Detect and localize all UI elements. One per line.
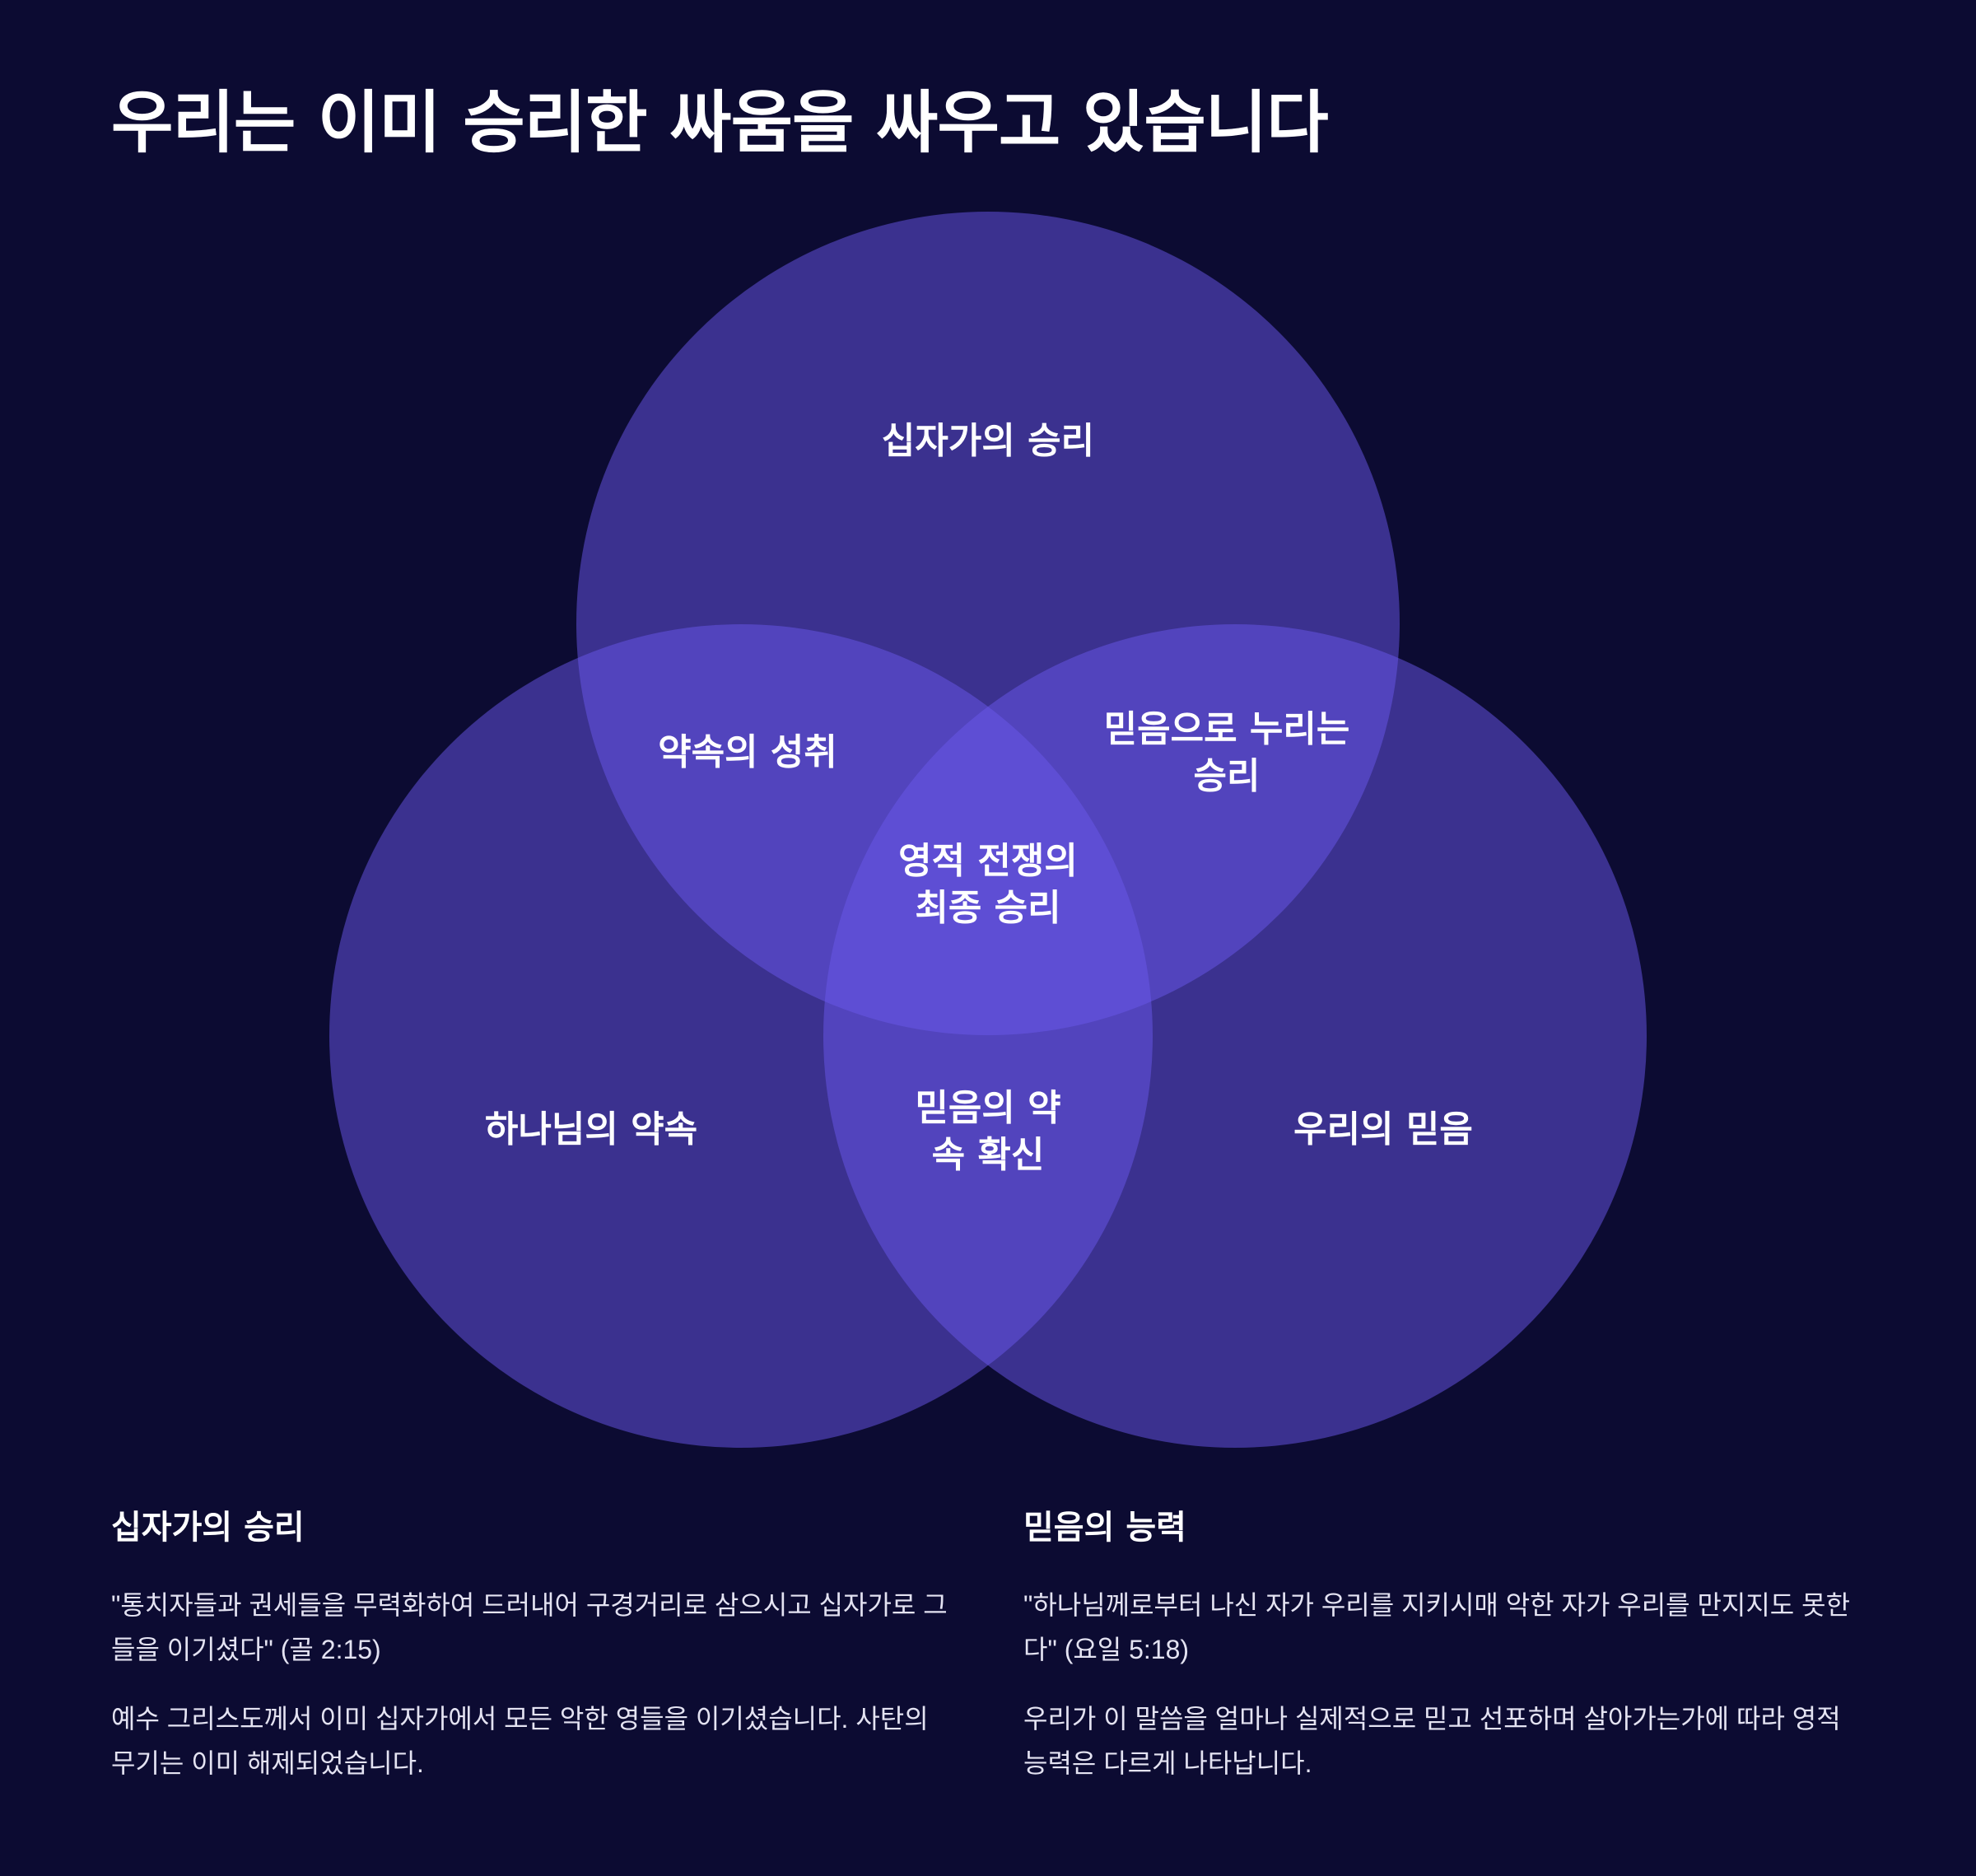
set-label-right: 우리의 믿음	[1293, 1108, 1473, 1150]
set-label-top: 십자가의 승리	[882, 420, 1094, 462]
center-label-line2: 최종 승리	[915, 887, 1060, 929]
panel-heading: 믿음의 능력	[1023, 1509, 1186, 1547]
set-label-left: 하나님의 약속	[485, 1108, 697, 1150]
panel-cross-victory: 십자가의 승리 "통치자들과 권세들을 무력화하여 드러내어 구경거리로 삼으시…	[111, 1500, 959, 1810]
venn-circle-right	[823, 624, 1647, 1448]
panel-body: 우리가 이 말씀을 얼마나 실제적으로 믿고 선포하며 살아가는가에 따라 영적…	[1023, 1704, 1841, 1778]
intersection-label-left-right-line1: 믿음의 약	[915, 1087, 1060, 1129]
intersection-label-top-right-line2: 승리	[1194, 755, 1261, 797]
intersection-label-top-right-line1: 믿음으로 누리는	[1104, 708, 1350, 750]
panel-quote: "하나님께로부터 나신 자가 우리를 지키시매 악한 자가 우리를 만지지도 못…	[1023, 1590, 1851, 1664]
panel-body: 예수 그리스도께서 이미 십자가에서 모든 악한 영들을 이기셨습니다. 사탄의…	[111, 1704, 929, 1778]
center-label-line1: 영적 전쟁의	[898, 840, 1078, 882]
intersection-label-top-left: 약속의 성취	[658, 731, 837, 773]
intersection-label-left-right-line2: 속 확신	[932, 1134, 1045, 1176]
page-title: 우리는 이미 승리한 싸움을 싸우고 있습니다	[111, 84, 1329, 162]
panel-quote: "통치자들과 권세들을 무력화하여 드러내어 구경거리로 삼으시고 십자가로 그…	[111, 1590, 948, 1664]
panel-heading: 십자가의 승리	[111, 1509, 305, 1547]
panel-faith-power: 믿음의 능력 "하나님께로부터 나신 자가 우리를 지키시매 악한 자가 우리를…	[1023, 1500, 1871, 1810]
